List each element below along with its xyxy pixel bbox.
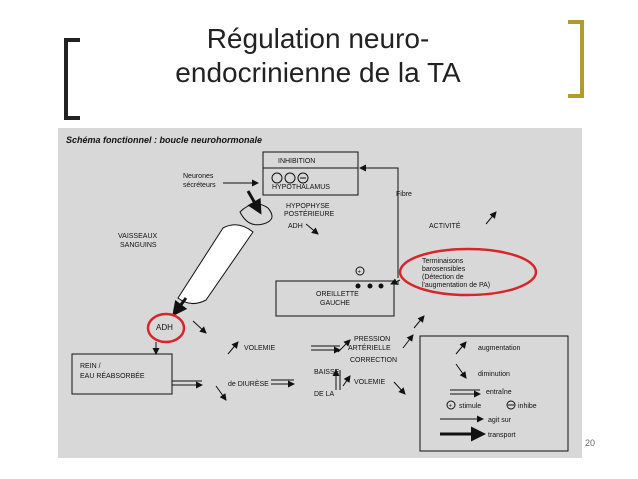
legend-diminution-icon — [455, 363, 467, 379]
fibre-label: Fibre — [396, 191, 412, 198]
left-bracket-decoration — [64, 38, 80, 120]
oreillette-up-arrow — [413, 315, 425, 329]
diurese-label: de DIURÈSE — [228, 379, 269, 388]
adh-top-label: ADH — [288, 223, 303, 230]
oreillette-label-1: OREILLETTE — [316, 291, 359, 298]
legend-entraine: entraîne — [486, 389, 512, 396]
blood-vessel — [177, 224, 254, 304]
right-bracket-decoration — [568, 20, 584, 98]
volemie-top-label: VOLEMIE — [244, 345, 275, 352]
adh-left-label: ADH — [156, 323, 173, 332]
legend-augmentation: augmentation — [478, 345, 521, 352]
baisse-down-arrow — [342, 375, 351, 387]
volemie-bottom-label: VOLEMIE — [354, 379, 385, 386]
pression-to-oreillette — [402, 334, 414, 349]
baisse-label-2: DE LA — [314, 391, 335, 398]
legend-stimule-plus: + — [449, 404, 453, 410]
hypothalamus-label: HYPOTHALAMUS — [272, 184, 330, 191]
vaisseaux-label-1: VAISSEAUX — [118, 233, 157, 240]
terminaisons-pointer — [390, 278, 401, 285]
pression-up-arrow — [337, 339, 351, 353]
pression-label-2: ARTÉRIELLE — [348, 343, 391, 352]
baroreceptor-dot-3 — [378, 283, 384, 289]
terminaisons-label-2: barosensibles — [422, 266, 466, 273]
transport-arrow-pituitary — [246, 190, 262, 215]
legend-stimule-icon — [446, 400, 456, 410]
oreillette-label-2: GAUCHE — [320, 300, 350, 307]
diagram-header: Schéma fonctionnel : boucle neurohormona… — [66, 135, 262, 145]
slide-title: Régulation neuro- endocrinienne de la TA — [118, 22, 518, 90]
adh-highlight-ring — [146, 312, 186, 344]
neuron-circle-2 — [284, 172, 296, 184]
neurohormonal-loop-figure: Schéma fonctionnel : boucle neurohormona… — [58, 128, 582, 458]
diagram-svg: Schéma fonctionnel : boucle neurohormona… — [66, 135, 569, 452]
oreillette-box — [275, 280, 395, 317]
legend-agit-sur: agit sur — [488, 417, 512, 424]
legend-diminution: diminution — [478, 371, 510, 378]
legend-transport: transport — [488, 432, 516, 439]
rein-label-1: REIN / — [80, 363, 101, 370]
baroreceptor-dot-1 — [355, 283, 361, 289]
fibre-line — [359, 164, 399, 278]
neurones-label-2: sécréteurs — [183, 182, 216, 189]
legend-augmentation-icon — [455, 341, 467, 355]
volemie-up-arrow — [227, 341, 239, 355]
stimule-circle — [355, 266, 365, 276]
diurese-down-arrow — [215, 385, 227, 401]
legend-stimule: stimule — [459, 403, 481, 410]
title-line-1: Régulation neuro- — [206, 23, 430, 54]
baisse-label-1: BAISSE — [314, 369, 340, 376]
activite-label: ACTIVITÉ — [429, 221, 461, 230]
legend-inhibe-icon — [506, 400, 516, 410]
activite-up-arrow — [485, 211, 497, 225]
volemie-down-arrow — [393, 381, 406, 395]
stimule-plus: + — [358, 270, 362, 276]
hypophyse-label-2: POSTÉRIEURE — [284, 209, 335, 218]
neuron-circle-1 — [271, 172, 283, 184]
adh-top-arrow — [305, 223, 319, 235]
terminaisons-highlight-ring — [398, 247, 538, 297]
legend-inhibe: inhibe — [518, 403, 537, 410]
terminaisons-label-4: l'augmentation de PA) — [422, 282, 490, 289]
adh-left-arrow — [192, 320, 207, 334]
rein-box — [71, 353, 173, 395]
hypophyse-label-1: HYPOPHYSE — [286, 203, 330, 210]
page-number: 20 — [585, 438, 596, 448]
inhibition-label: INHIBITION — [278, 158, 315, 165]
legend-box — [419, 335, 569, 452]
vaisseaux-label-2: SANGUINS — [120, 242, 157, 249]
rein-label-2: EAU RÉABSORBÉE — [80, 371, 145, 380]
correction-label: CORRECTION — [350, 357, 397, 364]
terminaisons-label-3: (Détection de — [422, 274, 464, 281]
pression-label-1: PRESSION — [354, 336, 390, 343]
terminaisons-label-1: Terminaisons — [422, 258, 464, 265]
transport-arrow-vessel — [172, 297, 188, 317]
baroreceptor-dot-2 — [367, 283, 373, 289]
hypothalamus-box — [262, 151, 359, 196]
inhibe-circle — [297, 172, 309, 184]
title-line-2: endocrinienne de la TA — [175, 57, 461, 88]
neurones-label-1: Neurones — [183, 173, 214, 180]
